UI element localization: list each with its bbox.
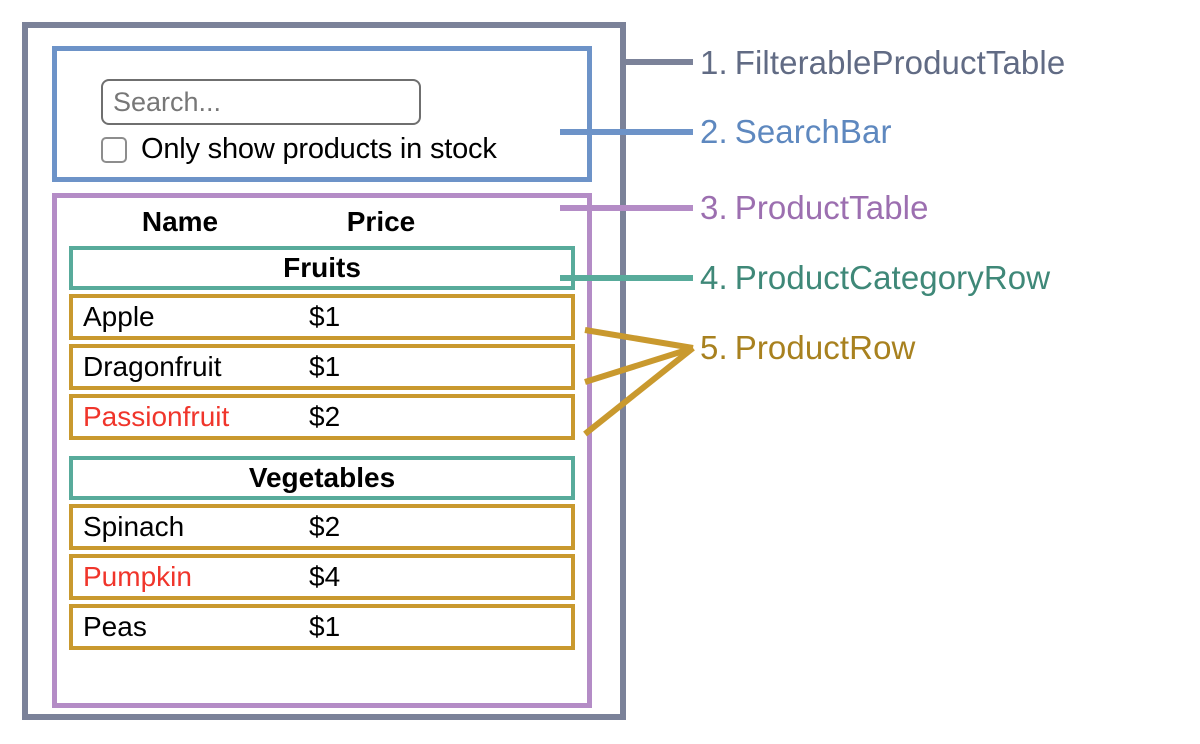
in-stock-checkbox[interactable] [101,136,127,163]
annotation-label: SearchBar [734,113,892,150]
product-row[interactable]: Pumpkin $4 [69,554,575,600]
product-name: Apple [83,301,155,332]
product-price: $4 [309,561,341,592]
in-stock-checkbox-label: Only show products in stock [141,133,497,165]
product-name: Peas [83,611,147,642]
annotation-product-table: 3.ProductTable [700,189,929,227]
product-row[interactable]: Spinach $2 [69,504,575,550]
annotation-label: FilterableProductTable [734,44,1066,81]
annotation-label: ProductCategoryRow [734,259,1051,296]
product-category-row: Fruits [69,246,575,290]
product-name: Spinach [83,511,185,542]
search-input[interactable]: Search... [101,79,421,125]
annotation-product-row: 5.ProductRow [700,329,915,367]
product-table: Name Price Fruits Apple $1 Dragonfruit $… [52,193,592,708]
product-name: Pumpkin [83,561,192,592]
product-row[interactable]: Passionfruit $2 [69,394,575,440]
filterable-product-table: Search... Only show products in stock Na… [22,22,626,720]
product-name: Passionfruit [83,401,230,432]
annotation-number: 5. [700,329,728,366]
search-bar: Search... Only show products in stock [52,46,592,182]
annotation-filterable-product-table: 1.FilterableProductTable [700,44,1065,82]
product-name: Dragonfruit [83,351,222,382]
product-price: $1 [309,611,341,642]
product-price: $2 [309,511,341,542]
product-row[interactable]: Dragonfruit $1 [69,344,575,390]
annotation-label: ProductTable [734,189,929,226]
annotation-search-bar: 2.SearchBar [700,113,892,151]
product-price: $1 [309,301,341,332]
in-stock-filter-row[interactable]: Only show products in stock [101,133,497,166]
annotation-number: 3. [700,189,728,226]
annotation-label: ProductRow [734,329,916,366]
column-header-name: Name [141,206,219,237]
product-category-row: Vegetables [69,456,575,500]
column-header-price: Price [346,206,416,237]
annotation-number: 4. [700,259,728,296]
product-table-inner: Name Price Fruits Apple $1 Dragonfruit $… [65,198,579,650]
annotation-number: 2. [700,113,728,150]
product-table-header-row: Name Price [65,198,579,246]
annotation-product-category-row: 4.ProductCategoryRow [700,259,1050,297]
product-row[interactable]: Apple $1 [69,294,575,340]
annotation-number: 1. [700,44,728,81]
product-price: $1 [309,351,341,382]
category-group-spacer [65,440,579,456]
product-price: $2 [309,401,341,432]
product-row[interactable]: Peas $1 [69,604,575,650]
